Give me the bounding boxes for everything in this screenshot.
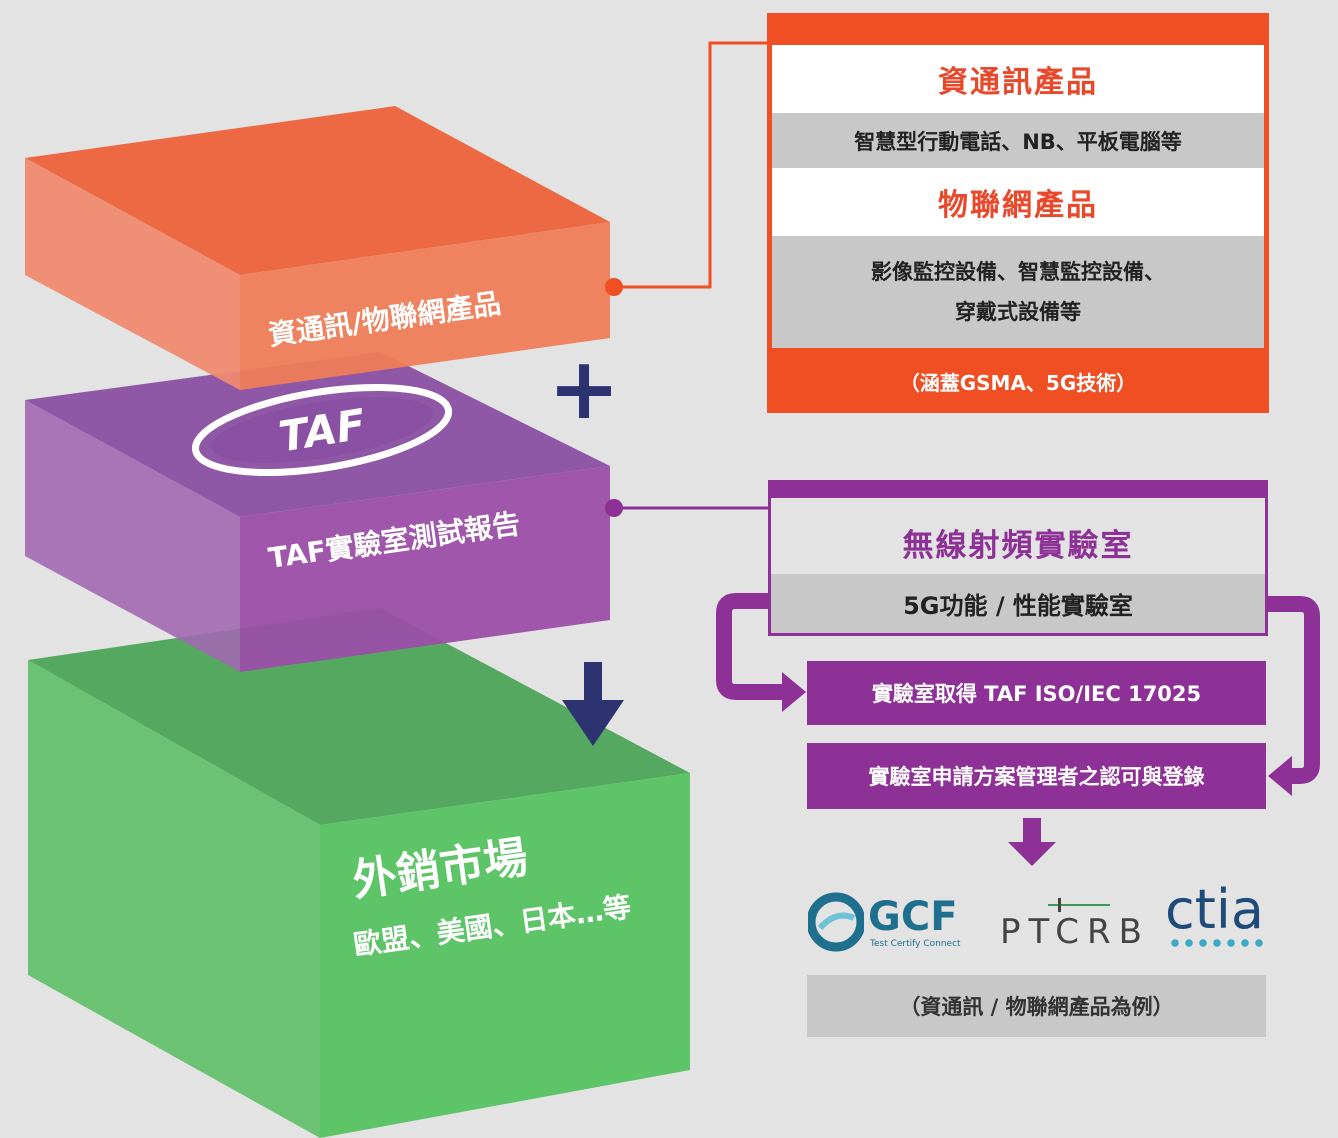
- down-arrow-icon: [562, 662, 624, 746]
- product-section2-items-line1: 影像監控設備、智慧監控設備、: [871, 260, 1165, 284]
- gcf-logo-tagline: Test Certify Connect: [870, 939, 961, 949]
- product-section2-items-line2: 穿戴式設備等: [955, 300, 1081, 324]
- footnote: （資通訊 / 物聯網產品為例）: [807, 975, 1266, 1037]
- left-bent-arrow-icon: [716, 593, 806, 712]
- lab-subtitle: 5G功能 / 性能實驗室: [771, 574, 1265, 633]
- orange-cube-top: [25, 106, 610, 275]
- orange-connector-dot: [605, 278, 623, 296]
- ctia-logo: ctia: [1165, 878, 1270, 952]
- taf-logo-ring: [191, 383, 453, 477]
- purple-cube-front: [240, 466, 610, 672]
- product-section2-title: 物聯網產品: [772, 168, 1264, 236]
- taf-logo: TAF: [191, 383, 453, 477]
- ctia-logo-dots: [1168, 938, 1266, 948]
- purple-cube: [25, 352, 610, 672]
- gcf-logo-icon: [808, 892, 864, 952]
- ptcrb-logo-name: PTCRB: [1000, 912, 1150, 952]
- orange-cube-left: [25, 158, 240, 390]
- purple-connector: [605, 499, 770, 517]
- lab-step2: 實驗室申請方案管理者之認可與登錄: [807, 743, 1266, 809]
- green-cube-front: [320, 773, 690, 1138]
- green-cube: [28, 608, 690, 1138]
- gcf-logo-name: GCF: [868, 894, 958, 940]
- gcf-logo: GCF Test Certify Connect: [808, 890, 968, 954]
- product-section1-title: 資通訊產品: [772, 45, 1264, 113]
- green-cube-left: [28, 660, 320, 1138]
- ctia-logo-name: ctia: [1165, 878, 1264, 941]
- orange-connector: [605, 41, 770, 296]
- lab-step1: 實驗室取得 TAF ISO/IEC 17025: [807, 661, 1266, 725]
- plus-symbol: +: [548, 339, 620, 439]
- product-note: （涵蓋GSMA、5G技術）: [899, 370, 1137, 395]
- orange-cube-front: [240, 222, 610, 390]
- ptcrb-logo: PTCRB: [1000, 898, 1142, 954]
- lab-title: 無線射頻實驗室: [902, 527, 1134, 564]
- purple-cube-left: [25, 400, 240, 672]
- orange-cube: [25, 106, 610, 390]
- product-section1-items: 智慧型行動電話、NB、平板電腦等: [772, 113, 1264, 168]
- lab-box-header-bar: [768, 480, 1268, 498]
- product-section2-items: 影像監控設備、智慧監控設備、 穿戴式設備等: [772, 236, 1264, 348]
- steps-down-arrow-icon: [1008, 818, 1056, 866]
- purple-connector-dot: [605, 499, 623, 517]
- green-cube-top: [28, 608, 690, 825]
- right-bent-arrow-icon: [1266, 596, 1320, 796]
